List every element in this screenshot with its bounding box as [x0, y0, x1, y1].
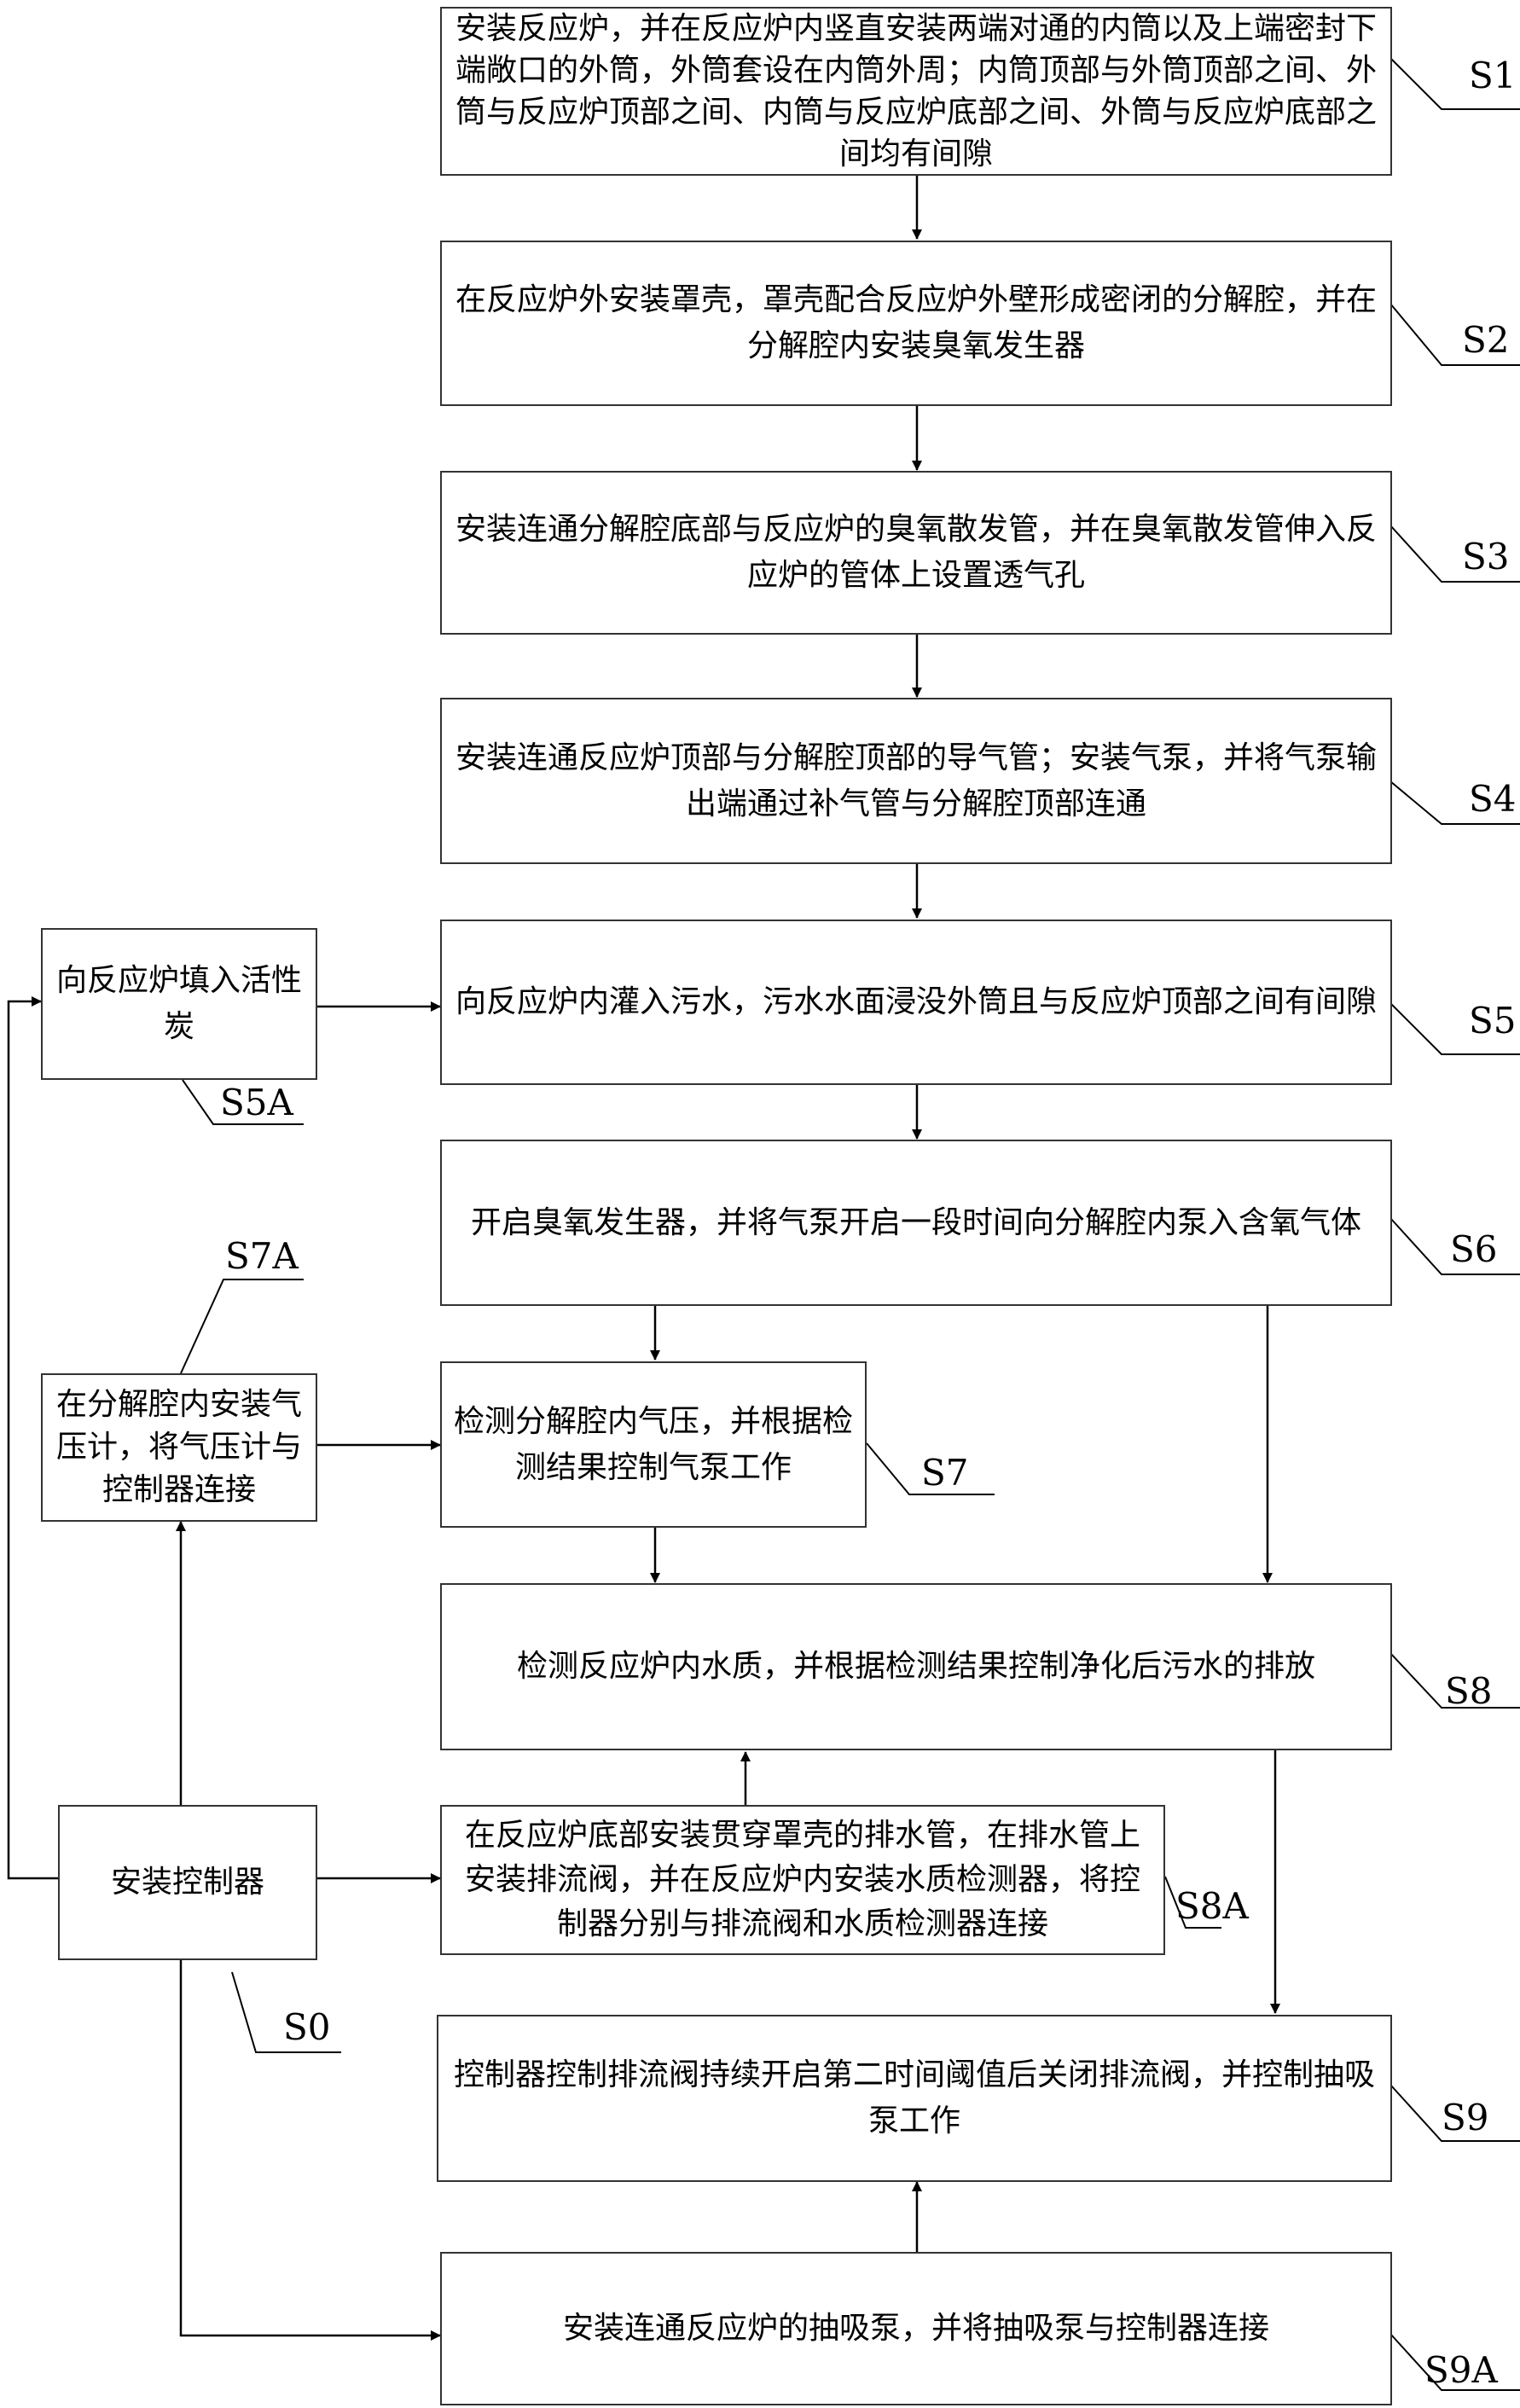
leader-s4 — [1389, 780, 1520, 825]
leader-s8a — [1164, 1876, 1221, 1929]
step-s1-box: 安装反应炉，并在反应炉内竖直安装两端对通的内筒以及上端密封下端敞口的外筒，外筒套… — [440, 7, 1392, 176]
leader-s2 — [1389, 303, 1520, 366]
step-s4-text: 安装连通反应炉顶部与分解腔顶部的导气管；安装气泵，并将气泵输出端通过补气管与分解… — [455, 740, 1377, 821]
label-s5: S5 — [1469, 1000, 1517, 1042]
arrow-s0-s9a — [179, 1960, 441, 2341]
step-s6-text: 开启臭氧发生器，并将气泵开启一段时间向分解腔内泵入含氧气体 — [470, 1204, 1361, 1240]
step-s7-box: 检测分解腔内气压，并根据检测结果控制气泵工作 — [440, 1361, 867, 1528]
step-s7a-text: 在分解腔内安装气压计，将气压计与控制器连接 — [55, 1387, 302, 1507]
label-s8: S8 — [1445, 1670, 1493, 1712]
step-s3-box: 安装连通分解腔底部与反应炉的臭氧散发管，并在臭氧散发管伸入反应炉的管体上设置透气… — [440, 471, 1392, 635]
label-s7: S7 — [921, 1452, 969, 1494]
label-s1: S1 — [1469, 55, 1517, 96]
step-s0-box: 安装控制器 — [58, 1805, 317, 1960]
step-s9-text: 控制器控制排流阀持续开启第二时间阈值后关闭排流阀，并控制抽吸泵工作 — [453, 2057, 1375, 2138]
leader-s7 — [866, 1442, 995, 1495]
step-s6-box: 开启臭氧发生器，并将气泵开启一段时间向分解腔内泵入含氧气体 — [440, 1140, 1392, 1306]
leader-s0 — [231, 1971, 341, 2053]
leader-s1 — [1389, 57, 1520, 110]
step-s9-box: 控制器控制排流阀持续开启第二时间阈值后关闭排流阀，并控制抽吸泵工作 — [437, 2015, 1392, 2182]
leader-s3 — [1389, 525, 1520, 583]
label-s9: S9 — [1442, 2097, 1489, 2138]
step-s5a-text: 向反应炉填入活性炭 — [55, 963, 302, 1044]
label-s7a: S7A — [225, 1235, 299, 1277]
leader-s7a — [180, 1279, 304, 1374]
step-s9a-box: 安装连通反应炉的抽吸泵，并将抽吸泵与控制器连接 — [440, 2252, 1392, 2405]
leader-s8 — [1389, 1652, 1520, 1709]
step-s8-box: 检测反应炉内水质，并根据检测结果控制净化后污水的排放 — [440, 1583, 1392, 1750]
step-s2-box: 在反应炉外安装罩壳，罩壳配合反应炉外壁形成密闭的分解腔，并在分解腔内安装臭氧发生… — [440, 241, 1392, 406]
label-s6: S6 — [1450, 1228, 1498, 1270]
label-s0: S0 — [283, 2006, 331, 2048]
step-s7a-box: 在分解腔内安装气压计，将气压计与控制器连接 — [41, 1373, 317, 1522]
leader-s5 — [1389, 1002, 1520, 1055]
step-s5-box: 向反应炉内灌入污水，污水水面浸没外筒且与反应炉顶部之间有间隙 — [440, 920, 1392, 1085]
step-s8a-box: 在反应炉底部安装贯穿罩壳的排水管，在排水管上安装排流阀，并在反应炉内安装水质检测… — [440, 1805, 1165, 1955]
label-s2: S2 — [1462, 319, 1510, 361]
step-s4-box: 安装连通反应炉顶部与分解腔顶部的导气管；安装气泵，并将气泵输出端通过补气管与分解… — [440, 698, 1392, 864]
step-s8-text: 检测反应炉内水质，并根据检测结果控制净化后污水的排放 — [516, 1649, 1315, 1684]
label-s4: S4 — [1469, 778, 1517, 820]
label-s8a: S8A — [1175, 1885, 1249, 1927]
step-s2-text: 在反应炉外安装罩壳，罩壳配合反应炉外壁形成密闭的分解腔，并在分解腔内安装臭氧发生… — [455, 282, 1377, 363]
step-s9a-text: 安装连通反应炉的抽吸泵，并将抽吸泵与控制器连接 — [562, 2311, 1269, 2346]
leader-s9a — [1389, 2333, 1520, 2391]
step-s0-text: 安装控制器 — [110, 1865, 264, 1900]
leader-s9 — [1389, 2084, 1520, 2142]
label-s3: S3 — [1462, 536, 1510, 577]
step-s7-text: 检测分解腔内气压，并根据检测结果控制气泵工作 — [454, 1403, 854, 1485]
arrow-s0-s5a — [7, 996, 58, 1880]
label-s5a: S5A — [220, 1082, 293, 1123]
step-s8a-text: 在反应炉底部安装贯穿罩壳的排水管，在排水管上安装排流阀，并在反应炉内安装水质检测… — [464, 1818, 1140, 1941]
step-s5a-box: 向反应炉填入活性炭 — [41, 928, 317, 1080]
label-s9a: S9A — [1424, 2349, 1498, 2391]
step-s5-text: 向反应炉内灌入污水，污水水面浸没外筒且与反应炉顶部之间有间隙 — [455, 984, 1377, 1019]
step-s3-text: 安装连通分解腔底部与反应炉的臭氧散发管，并在臭氧散发管伸入反应炉的管体上设置透气… — [455, 512, 1377, 593]
step-s1-text: 安装反应炉，并在反应炉内竖直安装两端对通的内筒以及上端密封下端敞口的外筒，外筒套… — [455, 11, 1377, 171]
leader-s6 — [1389, 1217, 1520, 1275]
leader-s5a — [182, 1079, 304, 1125]
